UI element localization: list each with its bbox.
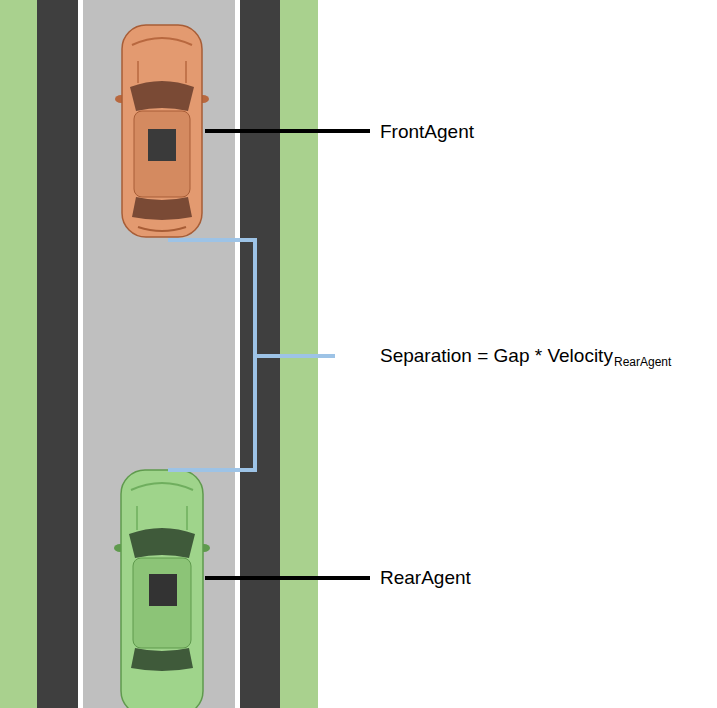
leader-line [205,576,370,580]
rear-car [114,470,210,708]
front-car [115,25,209,237]
road-lane [83,0,235,708]
agent-label: RearAgent [380,567,471,589]
subscript-label: RearAgent [614,356,671,370]
formula-label: Separation = Gap * Velocity [380,345,613,367]
leader-line [205,129,370,133]
lane-line [235,0,240,708]
grass-strip [0,0,37,708]
agent-label: FrontAgent [380,121,474,143]
shoulder [37,0,78,708]
separation-bracket [168,240,335,470]
lane-line [78,0,83,708]
